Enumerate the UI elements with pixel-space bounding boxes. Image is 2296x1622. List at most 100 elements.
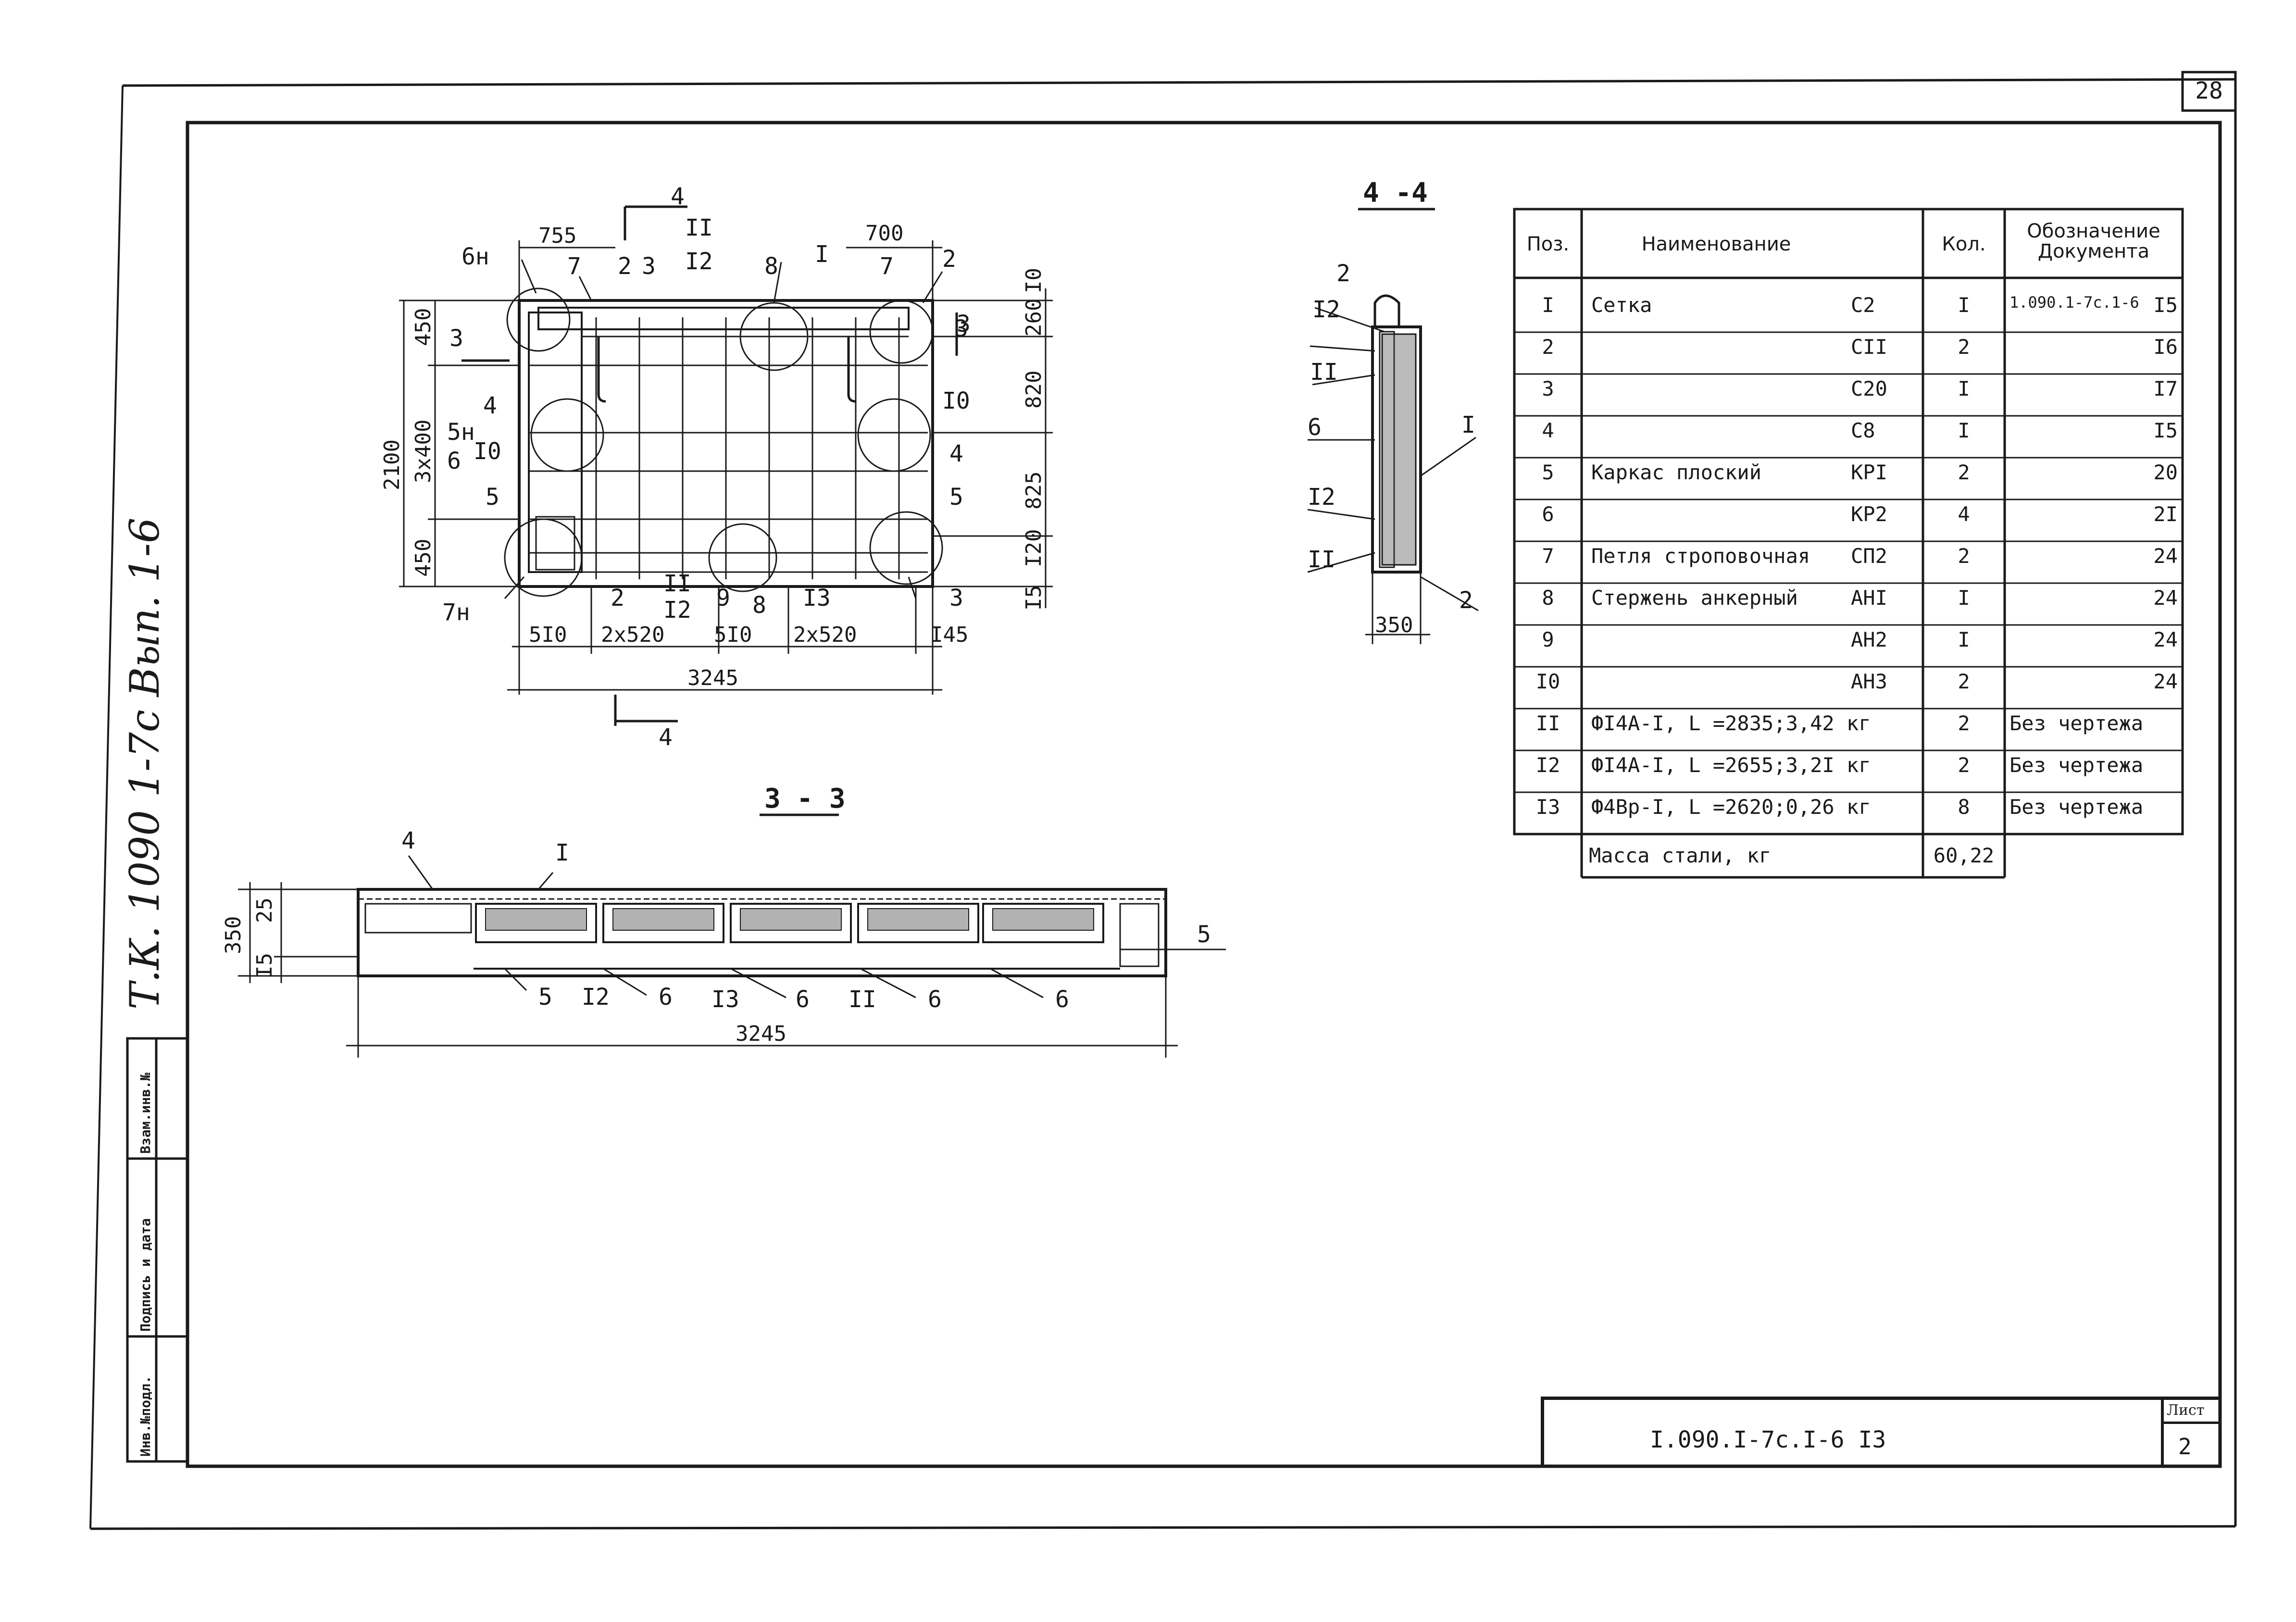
section-33-callout-13: I3 — [711, 986, 739, 1013]
page-number: 28 — [2195, 77, 2223, 104]
title-block-code: I.090.I-7с.I-6 I3 — [1650, 1426, 1886, 1453]
row-mark: КР2 — [1851, 502, 1887, 526]
row-pos: 4 — [1542, 419, 1554, 442]
section-44-callout-6: 6 — [1308, 414, 1322, 441]
total-label: Масса стали, кг — [1589, 844, 1772, 867]
title-block: I.090.I-7с.I-6 I3 Лист 2 — [1541, 1397, 2220, 1467]
row-name: ФI4А-I, L =2655;3,2I кг — [1591, 753, 1871, 777]
row-doc-num: 24 — [2153, 544, 2178, 568]
row-mark: АН3 — [1851, 670, 1887, 693]
dim-left-450-top: 450 — [411, 308, 436, 346]
dim-right-15: I5 — [1022, 585, 1046, 611]
row-pos: 9 — [1542, 628, 1554, 651]
section-33-callout-6-d: 6 — [1055, 986, 1069, 1013]
section-33-dim-350: 350 — [221, 916, 246, 954]
row-pos: 2 — [1542, 335, 1554, 359]
row-pos: I3 — [1535, 795, 1560, 819]
section-33-callout-1: I — [555, 839, 569, 866]
row-doc-num: I6 — [2153, 335, 2178, 359]
section-33-callout-6-a: 6 — [659, 984, 673, 1011]
row-name: Ф4Вр-I, L =2620;0,26 кг — [1591, 795, 1871, 819]
row-doc-num: 20 — [2153, 461, 2178, 484]
spec-table-grid — [1513, 208, 2184, 879]
section-44-callout-11-top: II — [1310, 359, 1338, 386]
dim-total-height: 2100 — [380, 439, 404, 490]
row-name: ФI4А-I, L =2835;3,42 кг — [1591, 711, 1871, 735]
row-qty: 2 — [1958, 335, 1970, 359]
row-pos: I — [1542, 293, 1554, 317]
sheet-number: 2 — [2178, 1434, 2192, 1460]
row-mark: С2 — [1851, 293, 1875, 317]
row-name: Каркас плоский — [1591, 461, 1762, 484]
row-pos: I0 — [1535, 670, 1560, 693]
section-33-callout-5: 5 — [538, 984, 552, 1011]
section-33-callout-12: I2 — [582, 984, 610, 1011]
callout-5-left: 5 — [486, 484, 499, 511]
stamp-cell-sign: Подпись и дата — [137, 1218, 153, 1332]
section-33-dim-25: 25 — [252, 898, 277, 923]
callout-10-left: I0 — [474, 438, 501, 465]
section-33-view — [238, 855, 1226, 1058]
callout-6-left: 6 — [447, 448, 461, 474]
row-qty: 2 — [1958, 544, 1970, 568]
row-qty: I — [1958, 377, 1970, 400]
callout-2-right: 2 — [942, 246, 956, 273]
row-doc: 1.090.1-7с.1-6 — [2009, 293, 2139, 312]
dim-bottom-2x520-b: 2x520 — [793, 623, 857, 647]
dim-bottom-2x520-a: 2x520 — [601, 623, 664, 647]
row-pos: I2 — [1535, 753, 1560, 777]
sheet-borders — [89, 71, 2237, 1530]
section-33-dim-15: I5 — [252, 953, 277, 978]
row-qty: I — [1958, 628, 1970, 651]
th-name: Наименование — [1641, 233, 1791, 255]
row-name: Стержень анкерный — [1591, 586, 1798, 610]
callout-5n: 5н — [447, 419, 475, 446]
row-qty: 4 — [1958, 502, 1970, 526]
dim-right-10: I0 — [1022, 268, 1046, 293]
row-doc-num: I5 — [2153, 293, 2178, 317]
stamp-column — [126, 1037, 189, 1463]
row-pos: 8 — [1542, 586, 1554, 610]
row-pos: 7 — [1542, 544, 1554, 568]
row-pos: II — [1535, 711, 1560, 735]
row-mark: АН2 — [1851, 628, 1887, 651]
stamp-cell-inv: Инв.№подл. — [137, 1375, 153, 1457]
dim-bottom-510-b: 5I0 — [714, 623, 752, 647]
section-mark-4-top: 4 — [671, 183, 685, 210]
row-qty: I — [1958, 586, 1970, 610]
section-33-title: 3 - 3 — [764, 783, 846, 814]
section-44-callout-12-bottom: I2 — [1308, 484, 1335, 511]
row-doc: Без чертежа — [2009, 795, 2144, 819]
row-mark: СII — [1851, 335, 1887, 359]
section-mark-4-bottom: 4 — [659, 724, 673, 751]
dim-left-450-bottom: 450 — [411, 539, 436, 577]
dim-bottom-510-a: 5I0 — [529, 623, 567, 647]
row-mark: КРI — [1851, 461, 1887, 484]
row-mark: С20 — [1851, 377, 1887, 400]
plan-view — [399, 205, 1053, 726]
stamp-cell-replace: Взам.инв.№ — [137, 1073, 153, 1154]
row-mark: АНI — [1851, 586, 1887, 610]
dim-bottom-145: I45 — [930, 623, 968, 647]
callout-12-top: I2 — [685, 248, 713, 275]
callout-13-bottom: I3 — [803, 585, 831, 611]
row-doc-num: 2I — [2153, 502, 2178, 526]
callout-2-bottom: 2 — [611, 585, 624, 611]
dim-right-820: 820 — [1022, 371, 1046, 409]
row-pos: 5 — [1542, 461, 1554, 484]
row-doc: Без чертежа — [2009, 753, 2144, 777]
dim-right-120: I20 — [1022, 529, 1046, 567]
callout-1-top: I — [815, 241, 829, 268]
callout-11-bottom: II — [663, 570, 691, 597]
row-doc-num: 24 — [2153, 628, 2178, 651]
row-doc: Без чертежа — [2009, 711, 2144, 735]
callout-5-right: 5 — [949, 484, 963, 511]
row-qty: I — [1958, 419, 1970, 442]
row-name: Сетка — [1591, 293, 1652, 317]
callout-10-right: I0 — [942, 387, 970, 414]
section-33-dim-width: 3245 — [736, 1022, 786, 1046]
dim-right-260: 260 — [1022, 299, 1046, 337]
callout-9-bottom: 9 — [716, 585, 730, 611]
callout-12-bottom: I2 — [663, 597, 691, 624]
